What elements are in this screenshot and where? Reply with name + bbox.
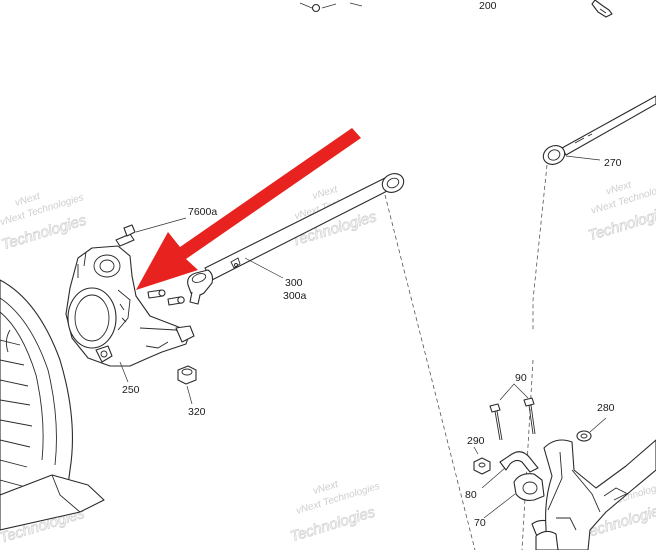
bolt-7600a <box>115 217 187 247</box>
knuckle-bolts <box>147 289 185 306</box>
callout-300: 300 <box>285 277 303 289</box>
center-line-270 <box>532 164 548 330</box>
nut-290 <box>473 446 491 475</box>
bolt-90-pair <box>489 383 536 441</box>
callout-80: 80 <box>465 489 477 501</box>
callout-70: 70 <box>474 517 486 529</box>
callout-280: 280 <box>597 402 615 414</box>
callout-300a: 300a <box>283 290 307 302</box>
callout-250: 250 <box>122 384 140 396</box>
callout-200: 200 <box>479 0 497 12</box>
brake-hub <box>0 279 105 531</box>
callout-290: 290 <box>467 435 485 447</box>
nut-320 <box>177 365 197 405</box>
callout-320: 320 <box>188 406 206 418</box>
clamp-80 <box>481 451 539 489</box>
callout-7600a: 7600a <box>188 206 217 218</box>
top-parts <box>299 0 613 18</box>
callout-90: 90 <box>515 372 527 384</box>
tie-rod-300 <box>187 173 405 305</box>
center-line-300 <box>384 194 476 550</box>
highlight-arrow <box>136 128 361 290</box>
tie-rod-270 <box>542 95 656 165</box>
steering-knuckle-250 <box>65 245 195 383</box>
washer-280 <box>576 417 607 442</box>
frame-arm <box>535 439 656 550</box>
callout-270: 270 <box>604 157 622 169</box>
center-line-lower <box>521 359 534 550</box>
